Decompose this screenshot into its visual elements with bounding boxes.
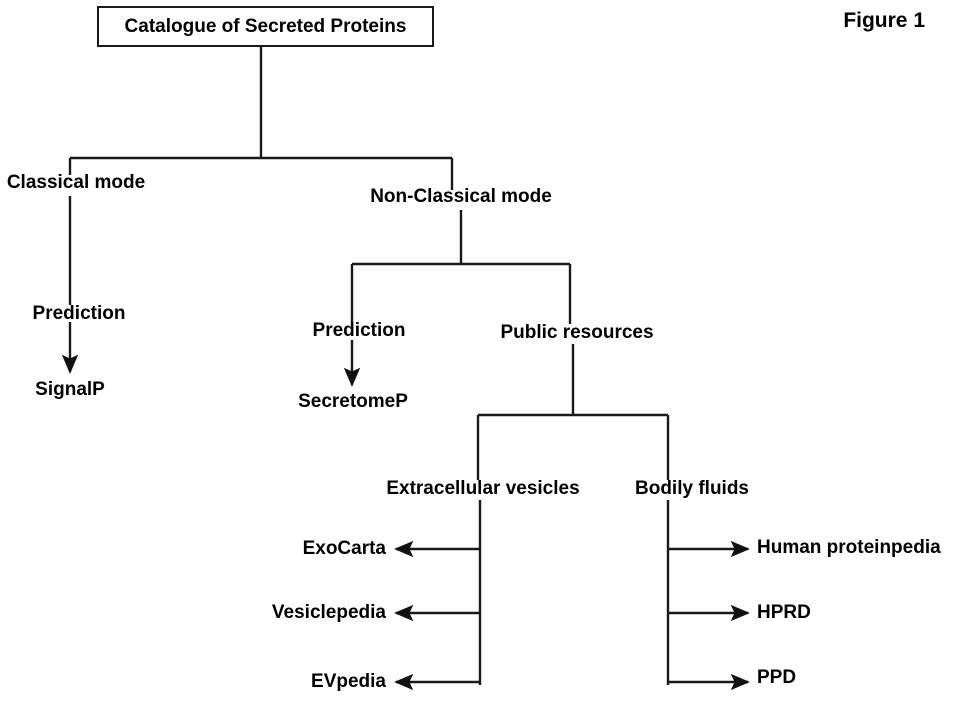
node-hprd: HPRD — [757, 602, 811, 623]
node-secretomep: SecretomeP — [298, 391, 408, 412]
node-bodily-fluids: Bodily fluids — [635, 478, 749, 499]
root-node-box: Catalogue of Secreted Proteins — [97, 6, 434, 47]
node-prediction-nonclass: Prediction — [312, 320, 406, 341]
node-evpedia: EVpedia — [311, 671, 386, 692]
node-prediction-classical: Prediction — [32, 303, 126, 324]
node-classical-mode: Classical mode — [6, 172, 146, 193]
node-signalp: SignalP — [35, 379, 105, 400]
node-ppd: PPD — [757, 667, 797, 688]
node-vesiclepedia: Vesiclepedia — [271, 602, 386, 623]
node-exocarta: ExoCarta — [302, 538, 386, 559]
connector-lines — [61, 47, 750, 691]
figure-caption: Figure 1 — [843, 9, 925, 32]
node-human-proteinpedia: Human proteinpedia — [757, 537, 941, 558]
node-extracellular-vesicles: Extracellular vesicles — [386, 478, 580, 499]
root-node-label: Catalogue of Secreted Proteins — [124, 15, 407, 37]
node-non-classical-mode: Non-Classical mode — [370, 186, 552, 207]
node-public-resources: Public resources — [500, 322, 654, 343]
